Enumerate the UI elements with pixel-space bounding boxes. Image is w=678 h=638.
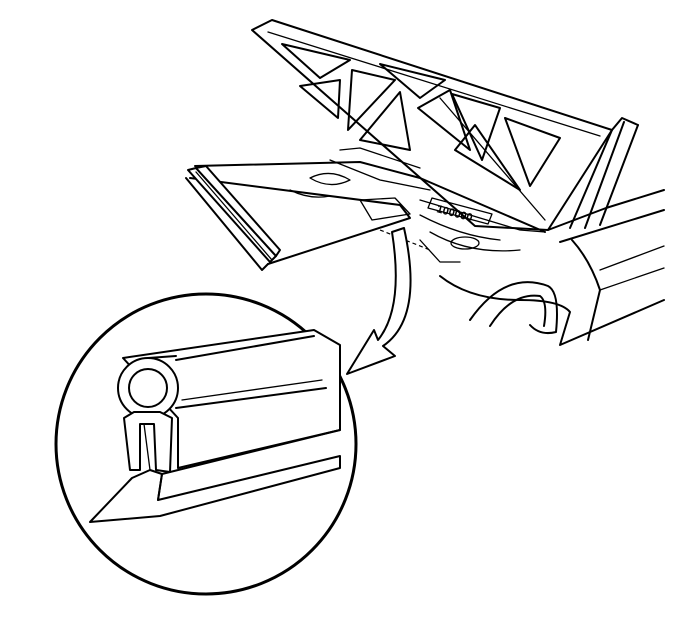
vehicle-front: 100000 bbox=[185, 19, 665, 346]
weatherstrip-part bbox=[185, 165, 281, 271]
callout-arrow bbox=[346, 227, 412, 375]
data-plate bbox=[427, 197, 493, 225]
weatherstrip-section bbox=[89, 329, 341, 523]
detail-view bbox=[54, 292, 358, 596]
fender bbox=[439, 189, 665, 346]
detail-circle bbox=[54, 292, 358, 596]
hood-raised bbox=[251, 19, 613, 231]
cowl-area: 100000 bbox=[189, 147, 546, 265]
